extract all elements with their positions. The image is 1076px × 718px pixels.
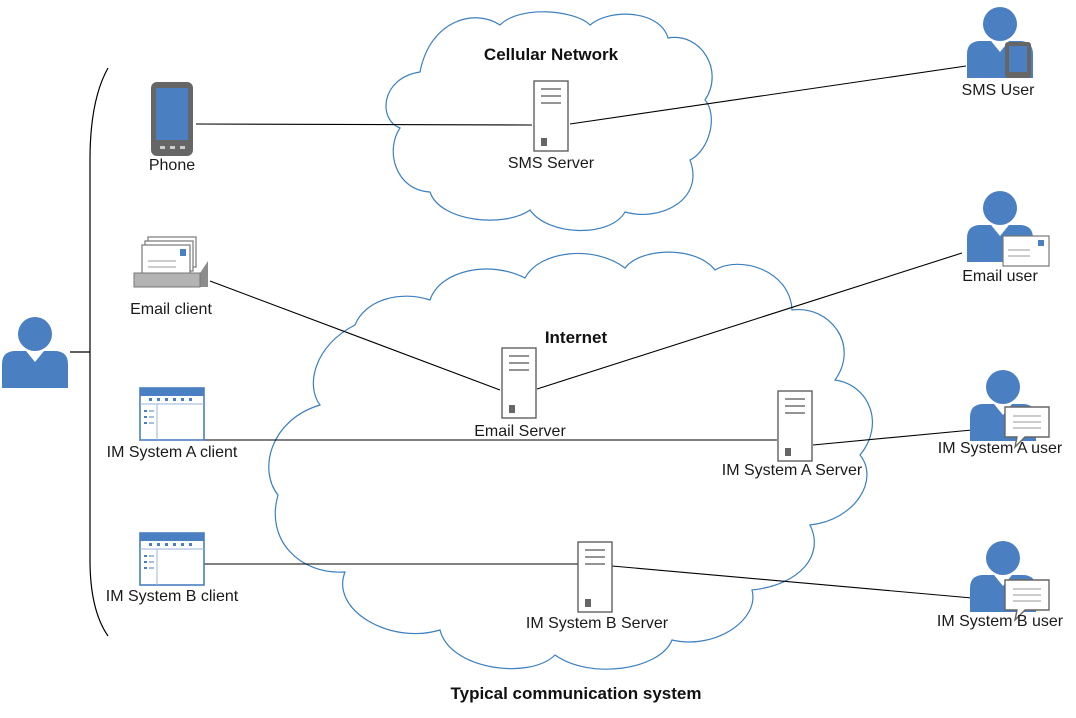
im-system-a-client-icon [139, 387, 205, 441]
email-server-label: Email Server [474, 423, 566, 440]
email-client-icon [133, 236, 208, 288]
link-phone-sms-server [195, 123, 533, 126]
im-system-b-client-label: IM System B client [106, 588, 239, 605]
sms-server-icon [533, 80, 569, 152]
email-client-label: Email client [130, 301, 212, 318]
internet-title: Internet [545, 328, 608, 347]
im-system-a-user-label: IM System A user [938, 440, 1063, 457]
link-sms-server-sms-user [569, 65, 967, 125]
phone-label: Phone [149, 157, 195, 174]
email-user-icon [967, 191, 1050, 267]
person-icon [2, 317, 68, 388]
link-im-b-server-im-b-user [611, 565, 973, 599]
link-email-server-email-user [536, 252, 963, 390]
sms-user-icon [967, 7, 1033, 78]
im-system-b-user-label: IM System B user [937, 613, 1064, 630]
im-system-b-server-icon [577, 541, 613, 613]
sms-user-label: SMS User [962, 82, 1036, 99]
im-system-a-server-icon [777, 390, 813, 462]
im-system-a-server-label: IM System A Server [722, 462, 863, 479]
internet-cloud [268, 251, 873, 670]
im-system-b-server-label: IM System B Server [526, 615, 669, 632]
cellular-network-title: Cellular Network [484, 45, 619, 64]
phone-icon [151, 82, 193, 156]
link-email-client-email-server [209, 280, 501, 391]
email-user-label: Email user [962, 268, 1038, 285]
client-brace [89, 67, 109, 637]
cellular-network-cloud [385, 11, 713, 232]
im-system-a-client-label: IM System A client [107, 444, 238, 461]
im-system-a-user-icon [970, 370, 1050, 450]
im-system-b-client-icon [139, 532, 205, 586]
sms-server-label: SMS Server [508, 155, 595, 172]
diagram-title: Typical communication system [451, 684, 702, 703]
link-im-a-server-im-a-user [812, 429, 973, 446]
email-server-icon [501, 347, 537, 419]
im-system-b-user-icon [970, 541, 1050, 623]
